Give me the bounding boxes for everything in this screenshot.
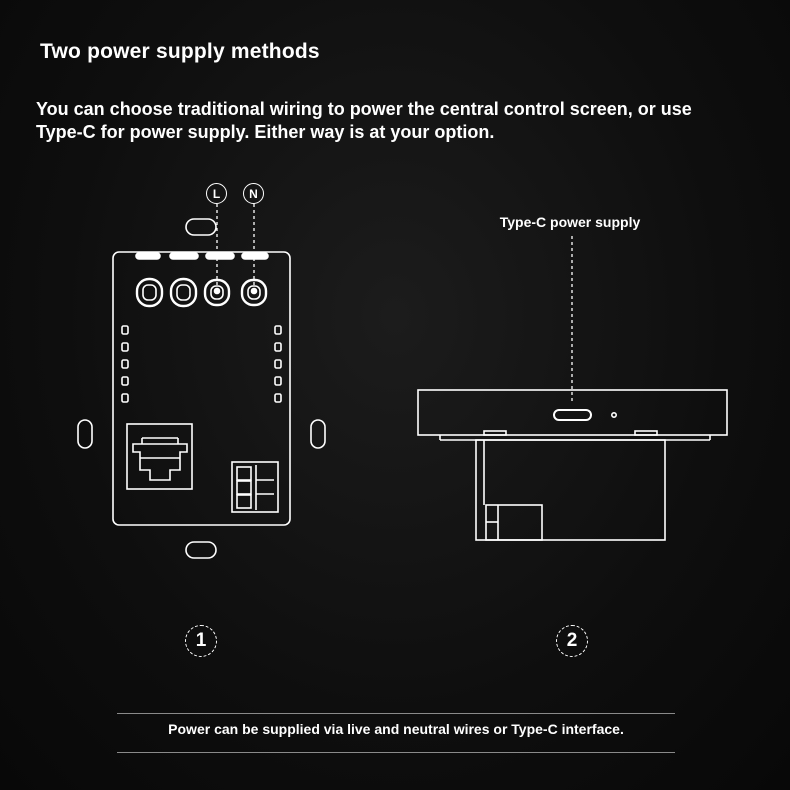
mounting-slot-bottom — [185, 541, 217, 559]
mounting-slot-top — [185, 218, 217, 236]
typec-callout-label: Type-C power supply — [499, 214, 641, 230]
rear-housing — [475, 439, 666, 541]
description-text: You can choose traditional wiring to pow… — [36, 99, 692, 142]
side-view-diagram — [417, 236, 728, 541]
back-plate-diagram — [77, 204, 326, 559]
mounting-slot-right — [310, 419, 326, 449]
method-marker-2: 2 — [556, 625, 588, 657]
divider-bottom — [117, 752, 675, 753]
typec-port — [553, 409, 592, 421]
side-holes — [121, 325, 282, 403]
terminal-screws — [135, 277, 268, 308]
back-plate-body — [112, 251, 291, 526]
live-terminal-label: L — [206, 183, 227, 204]
network-port — [126, 423, 193, 490]
method-marker-1: 1 — [185, 625, 217, 657]
divider-top — [117, 713, 675, 714]
footer-note: Power can be supplied via live and neutr… — [168, 721, 624, 737]
neutral-terminal-label: N — [243, 183, 264, 204]
terminal-block — [231, 461, 279, 513]
mounting-slot-left — [77, 419, 93, 449]
page-title: Two power supply methods — [40, 40, 320, 63]
screen-panel — [417, 389, 728, 436]
